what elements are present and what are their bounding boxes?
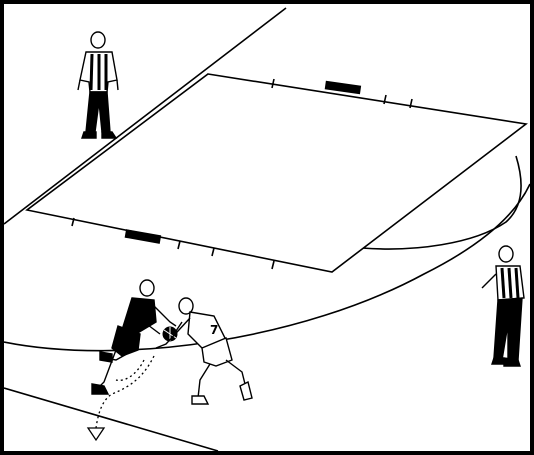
player-shoe bbox=[92, 384, 108, 394]
player-shoe bbox=[100, 352, 112, 362]
lane-mark bbox=[212, 248, 214, 256]
referee-head bbox=[499, 246, 513, 262]
referee-lead bbox=[78, 32, 118, 138]
referee-head bbox=[91, 32, 105, 48]
referee-shoes bbox=[492, 358, 520, 366]
player-shoe bbox=[240, 382, 252, 400]
block-mark bbox=[326, 82, 361, 94]
referee-shoes bbox=[82, 132, 116, 138]
arrow-head-icon bbox=[88, 428, 104, 440]
player-light-jersey bbox=[156, 298, 252, 404]
lane-mark bbox=[178, 241, 180, 249]
court-diagram: 7 bbox=[4, 4, 530, 451]
referee-trail bbox=[482, 246, 524, 366]
referee-pants bbox=[494, 298, 522, 360]
player-leg bbox=[198, 364, 210, 398]
referee-arm bbox=[117, 80, 118, 90]
referee-pants bbox=[86, 92, 110, 132]
referee-arm bbox=[78, 80, 80, 90]
baseline-bottom bbox=[4, 388, 218, 451]
player-shoe bbox=[192, 396, 208, 404]
jersey-number: 7 bbox=[210, 323, 218, 337]
player-head bbox=[140, 280, 154, 296]
lane-mark bbox=[272, 261, 274, 269]
referee-arm bbox=[482, 274, 496, 288]
